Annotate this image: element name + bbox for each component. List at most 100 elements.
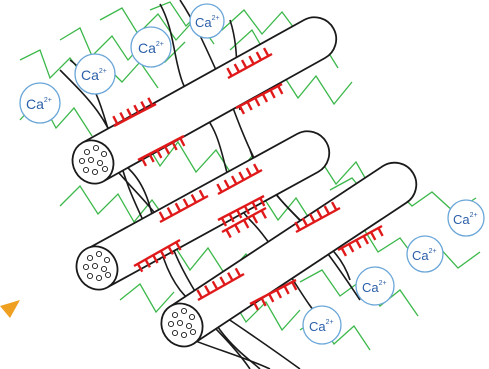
- binding-site-tooth: [220, 217, 228, 227]
- filament-top: [71, 16, 338, 185]
- arrow-icon: [0, 300, 20, 318]
- binding-site-tooth: [316, 209, 323, 219]
- binding-site-tooth: [211, 280, 219, 290]
- binding-site-tooth: [158, 211, 166, 221]
- ion-5: Ca2+: [447, 199, 485, 237]
- binding-site-tooth: [236, 209, 243, 219]
- filament-middle: [75, 130, 331, 291]
- binding-site-comb-12: [249, 278, 298, 311]
- binding-site-tooth: [167, 245, 174, 255]
- binding-site-tooth: [225, 229, 232, 239]
- svg-text:Ca2+: Ca2+: [309, 319, 334, 334]
- filament-top-pores: [78, 144, 109, 176]
- binding-site-tooth: [226, 67, 233, 77]
- binding-site-tooth: [179, 137, 186, 147]
- binding-site-tooth: [347, 243, 355, 253]
- filament-bottom-pores: [167, 307, 197, 339]
- svg-text:Ca2+: Ca2+: [81, 67, 107, 83]
- zigzag-line-18: [119, 283, 175, 314]
- ion-1: Ca2+: [130, 26, 172, 68]
- binding-site-tooth: [234, 224, 241, 234]
- binding-site-tooth: [112, 115, 119, 125]
- binding-site-tooth: [234, 267, 242, 277]
- binding-site-tooth: [377, 227, 384, 237]
- binding-site-tooth: [219, 276, 226, 286]
- ion-7: Ca2+: [355, 266, 395, 306]
- binding-site-tooth: [259, 197, 266, 207]
- binding-site-tooth: [369, 231, 377, 241]
- binding-site-tooth: [262, 47, 270, 57]
- strand-4: [99, 149, 261, 369]
- binding-site-tooth: [294, 221, 301, 231]
- binding-site-tooth: [242, 219, 250, 229]
- binding-sites: [112, 47, 384, 311]
- binding-site-tooth: [233, 63, 241, 73]
- binding-site-comb-11: [294, 201, 341, 234]
- filament-middle-pores: [82, 250, 112, 282]
- binding-site-comb-9: [221, 206, 267, 239]
- binding-site-tooth: [251, 201, 258, 211]
- binding-site-tooth: [238, 105, 246, 115]
- binding-site-comb-5: [158, 189, 209, 224]
- binding-site-tooth: [152, 254, 159, 264]
- binding-site-tooth: [261, 93, 269, 103]
- svg-text:Ca2+: Ca2+: [453, 212, 478, 227]
- svg-text:Ca2+: Ca2+: [195, 15, 220, 30]
- binding-site-tooth: [255, 51, 263, 61]
- binding-site-tooth: [269, 89, 276, 99]
- binding-site-tooth: [308, 213, 316, 223]
- ion-3: Ca2+: [74, 53, 116, 95]
- binding-site-tooth: [136, 263, 144, 273]
- binding-site-tooth: [140, 157, 148, 167]
- binding-site-tooth: [283, 285, 290, 295]
- binding-site-tooth: [254, 97, 261, 107]
- binding-site-comb-1: [112, 97, 157, 128]
- binding-site-tooth: [190, 194, 198, 204]
- binding-site-comb-6: [216, 163, 263, 196]
- binding-site-tooth: [291, 281, 298, 291]
- binding-site-comb-2: [226, 47, 273, 80]
- binding-site-tooth: [159, 250, 167, 260]
- binding-site-tooth: [260, 297, 267, 307]
- svg-text:Ca2+: Ca2+: [412, 248, 437, 263]
- binding-site-tooth: [140, 100, 147, 111]
- binding-site-tooth: [133, 104, 140, 114]
- binding-site-comb-4: [235, 82, 284, 115]
- binding-site-tooth: [223, 179, 231, 189]
- binding-site-tooth: [362, 235, 370, 245]
- binding-site-comb-10: [196, 267, 245, 302]
- binding-site-tooth: [163, 145, 171, 155]
- svg-text:Ca2+: Ca2+: [26, 96, 52, 112]
- binding-site-tooth: [166, 207, 174, 217]
- binding-site-tooth: [277, 85, 284, 95]
- binding-site-comb-13: [337, 224, 384, 257]
- filament-bottom: [160, 161, 418, 348]
- binding-site-tooth: [216, 183, 223, 193]
- binding-site-comb-7: [133, 238, 182, 273]
- binding-site-tooth: [198, 189, 206, 199]
- binding-site-tooth: [323, 205, 331, 215]
- binding-site-tooth: [196, 289, 203, 299]
- binding-site-tooth: [238, 171, 245, 181]
- binding-site-tooth: [301, 217, 309, 227]
- binding-site-tooth: [355, 239, 362, 249]
- binding-site-tooth: [144, 258, 151, 268]
- binding-site-tooth: [252, 163, 260, 173]
- binding-site-tooth: [252, 301, 260, 311]
- ion-6: Ca2+: [406, 235, 444, 273]
- binding-site-tooth: [147, 97, 154, 107]
- binding-site-tooth: [260, 209, 267, 219]
- binding-site-tooth: [204, 285, 211, 295]
- zigzag-line-4: [149, 1, 301, 37]
- svg-text:Ca2+: Ca2+: [362, 280, 387, 295]
- binding-site-tooth: [119, 111, 126, 122]
- zigzag-line-8: [59, 184, 173, 229]
- binding-site-tooth: [246, 101, 253, 111]
- binding-site-tooth: [245, 167, 253, 177]
- binding-site-comb-8: [217, 194, 266, 227]
- binding-site-tooth: [340, 247, 348, 257]
- binding-site-tooth: [275, 289, 283, 299]
- binding-site-tooth: [248, 55, 255, 65]
- binding-site-tooth: [227, 272, 234, 282]
- binding-site-tooth: [268, 293, 275, 303]
